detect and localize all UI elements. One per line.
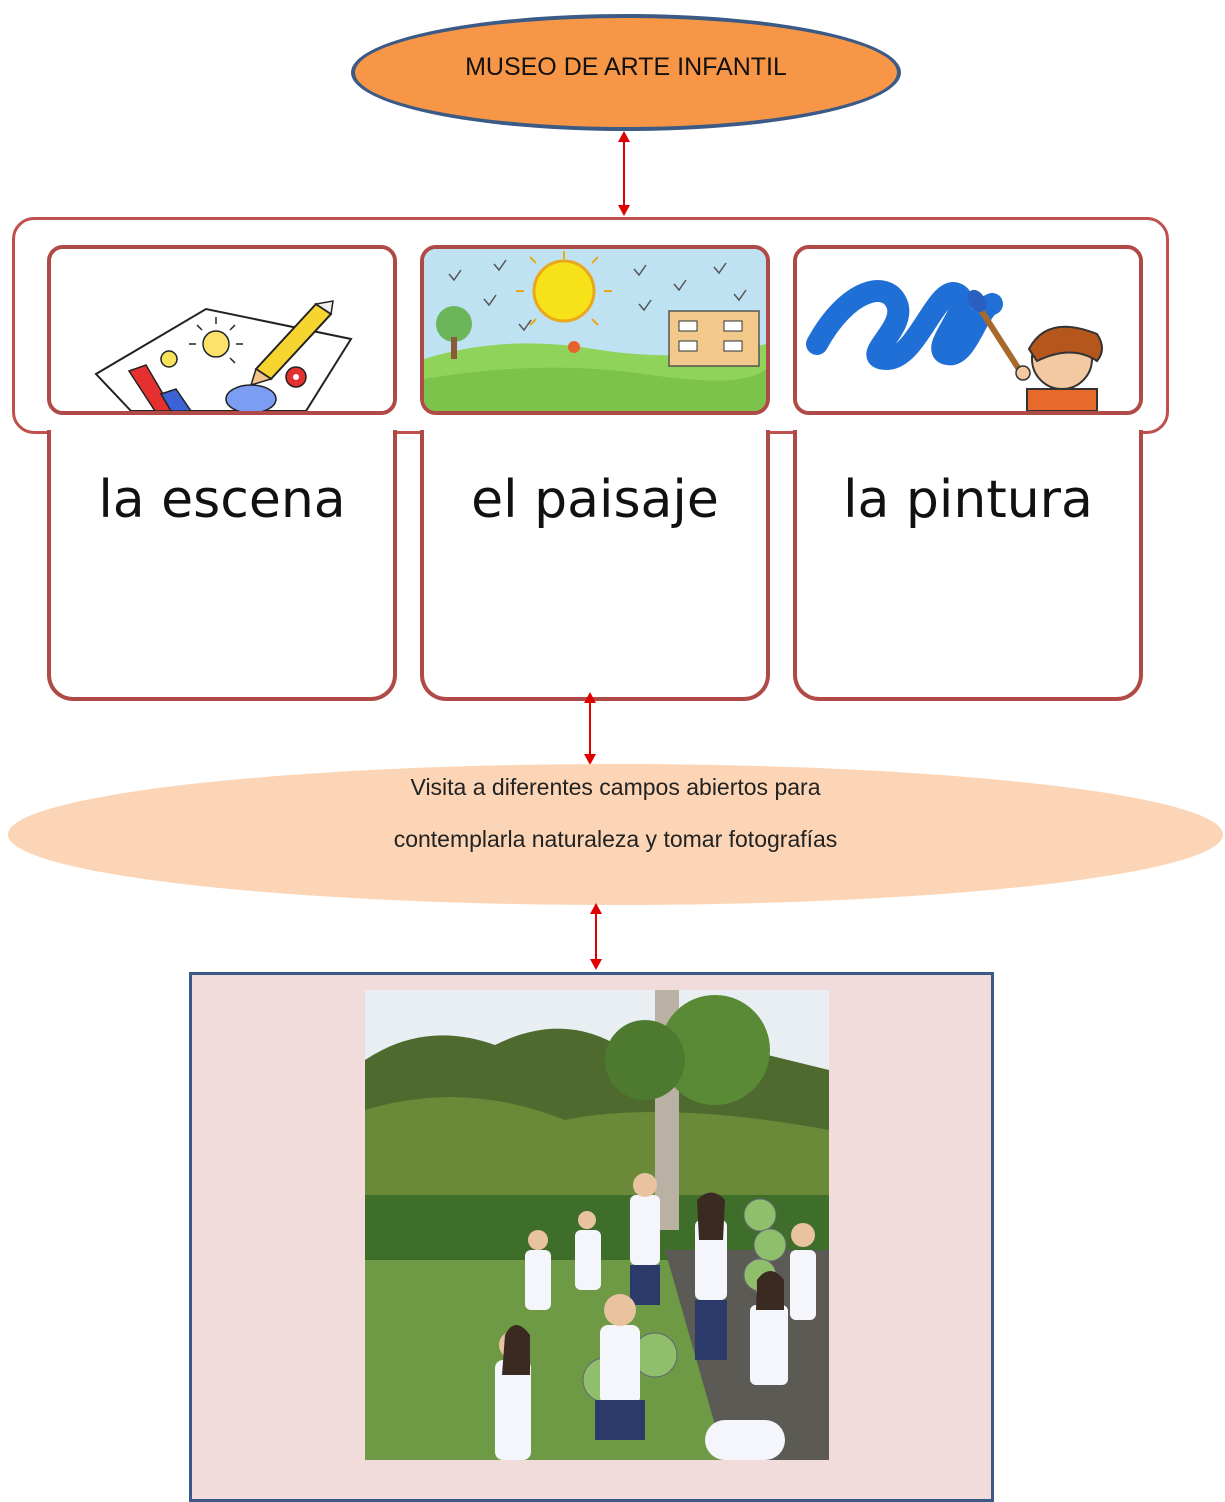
connector-arrow-bottom <box>586 903 606 970</box>
child-landscape-drawing-icon <box>424 249 766 411</box>
connector-arrow-top <box>614 131 634 216</box>
title-node: MUSEO DE ARTE INFANTIL <box>351 14 901 131</box>
children-outdoor-photo <box>365 990 829 1460</box>
child-painting-brush-icon <box>797 249 1139 411</box>
activity-line-1: Visita a diferentes campos abiertos para <box>410 774 821 800</box>
connector-arrow-middle <box>580 692 600 765</box>
concept-label-painting: la pintura <box>843 470 1093 530</box>
concept-card-landscape: el paisaje <box>420 430 770 701</box>
activity-line-2: contemplarla naturaleza y tomar fotograf… <box>393 826 838 852</box>
concept-label-scene: la escena <box>98 470 346 530</box>
scene-image-card <box>47 245 397 415</box>
concept-card-scene: la escena <box>47 430 397 701</box>
concept-card-painting: la pintura <box>793 430 1143 701</box>
title-text: MUSEO DE ARTE INFANTIL <box>465 53 787 81</box>
drawing-paper-pencils-icon <box>51 249 393 411</box>
activity-node: Visita a diferentes campos abiertos para… <box>8 764 1223 905</box>
photo-panel <box>189 972 994 1502</box>
painting-image-card <box>793 245 1143 415</box>
concept-label-landscape: el paisaje <box>471 470 719 530</box>
landscape-image-card <box>420 245 770 415</box>
